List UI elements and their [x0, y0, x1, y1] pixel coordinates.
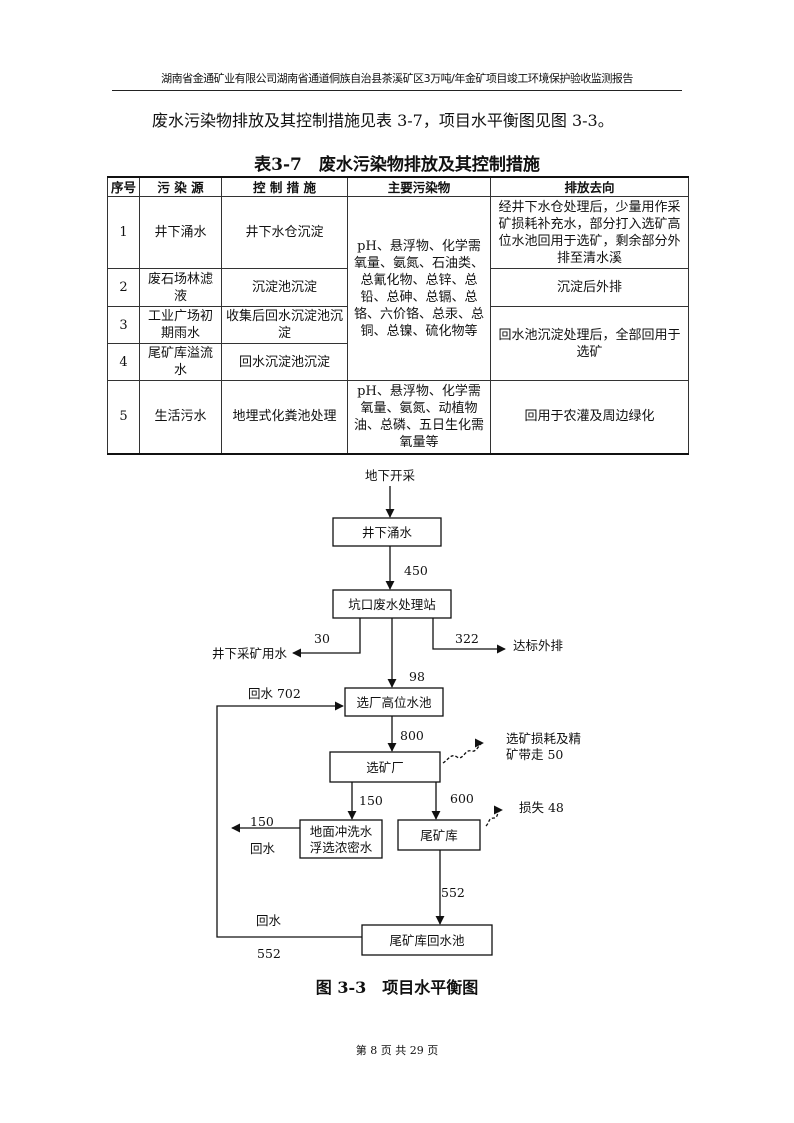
node-floor-line1: 地面冲洗水 [310, 824, 373, 839]
node-box-tailings [397, 819, 481, 851]
cell-destination: 沉淀后外排 [490, 268, 689, 307]
flow-450: 450 [404, 563, 428, 578]
node-box-return-pool [361, 924, 493, 956]
flow-600: 600 [450, 791, 474, 806]
table-title: 表3-7 废水污染物排放及其控制措施 [254, 155, 540, 175]
cell-no: 1 [107, 196, 140, 269]
label-loss-48: 损失 48 [519, 800, 564, 815]
flow-150-return: 150 [250, 814, 274, 829]
node-station: 坑口废水处理站 [348, 597, 436, 612]
arrow-to-mine-use [292, 618, 361, 658]
cell-pollutants: pH、悬浮物、化学需氧量、氨氮、石油类、总氰化物、总锌、总铅、总砷、总镉、总铬、… [347, 196, 491, 381]
page-header: 湖南省金通矿业有限公司湖南省通道侗族自治县茶溪矿区3万吨/年金矿项目竣工环境保护… [161, 72, 633, 85]
label-discharge: 达标外排 [513, 638, 564, 653]
table-row: 4 尾矿库溢流水 回水沉淀池沉淀 [107, 343, 689, 381]
table-row: 1 井下涌水 井下水仓沉淀 pH、悬浮物、化学需氧量、氨氮、石油类、总氰化物、总… [107, 196, 689, 381]
node-well: 井下涌水 [362, 525, 413, 540]
label-return-water-1: 回水 [250, 841, 276, 856]
cell-measure: 地埋式化粪池处理 [221, 380, 348, 455]
arrow-plant-loss [442, 738, 484, 764]
cell-measure: 收集后回水沉淀池沉淀 [221, 306, 348, 344]
col-header-destination: 排放去向 [490, 176, 689, 197]
flow-30: 30 [314, 631, 330, 646]
label-plant-loss-line2: 矿带走 50 [506, 747, 563, 762]
label-return-water-2: 回水 [256, 913, 282, 928]
arrow-return-loop [216, 701, 362, 938]
cell-no: 2 [107, 268, 140, 307]
node-tailings: 尾矿库 [420, 828, 458, 843]
intro-paragraph: 废水污染物排放及其控制措施见表 3-7，项目水平衡图见图 3-3。 [152, 111, 614, 130]
flow-150-plant: 150 [359, 793, 383, 808]
cell-source: 生活污水 [139, 380, 222, 455]
cell-measure: 沉淀池沉淀 [221, 268, 348, 307]
node-floor-line2: 浮选浓密水 [310, 840, 373, 855]
cell-destination: 回用于农灌及周边绿化 [490, 380, 689, 455]
cell-destination: 回水池沉淀处理后，全部回用于选矿 [490, 306, 689, 381]
cell-source: 废石场林滤液 [139, 268, 222, 307]
table-row: 3 工业广场初期雨水 收集后回水沉淀池沉淀 回水池沉淀处理后，全部回用于选矿 [107, 306, 689, 381]
col-header-source: 污 染 源 [139, 176, 222, 197]
col-header-measure: 控 制 措 施 [221, 176, 348, 197]
arrow-to-discharge [432, 618, 506, 654]
node-pool: 选厂高位水池 [356, 695, 432, 710]
node-plant: 选矿厂 [366, 760, 404, 775]
node-box-pool [344, 687, 444, 717]
cell-measure: 回水沉淀池沉淀 [221, 343, 348, 381]
figure-caption: 图 3-3 项目水平衡图 [315, 978, 479, 997]
cell-source: 井下涌水 [139, 196, 222, 269]
label-underground-mining: 地下开采 [365, 468, 416, 483]
cell-pollutants: pH、悬浮物、化学需氧量、氨氮、动植物油、总磷、五日生化需氧量等 [347, 380, 491, 455]
node-return-pool: 尾矿库回水池 [389, 933, 465, 948]
node-box-floor [299, 819, 383, 859]
node-box-plant [329, 751, 441, 783]
col-header-no: 序号 [107, 176, 140, 197]
page-footer: 第 8 页 共 29 页 [355, 1044, 439, 1057]
cell-source: 尾矿库溢流水 [139, 343, 222, 381]
label-plant-loss-line1: 选矿损耗及精 [506, 731, 581, 746]
cell-no: 5 [107, 380, 140, 455]
flow-552-return: 552 [257, 946, 281, 961]
label-mine-use: 井下采矿用水 [212, 646, 288, 661]
table-row: 2 废石场林滤液 沉淀池沉淀 沉淀后外排 [107, 268, 689, 307]
col-header-pollutants: 主要污染物 [347, 176, 491, 197]
flow-98: 98 [409, 669, 425, 684]
header-rule [112, 90, 682, 91]
table-row: 5 生活污水 地埋式化粪池处理 pH、悬浮物、化学需氧量、氨氮、动植物油、总磷、… [107, 380, 689, 455]
cell-measure: 井下水仓沉淀 [221, 196, 348, 269]
flow-552-tailings: 552 [441, 885, 465, 900]
cell-source: 工业广场初期雨水 [139, 306, 222, 344]
cell-no: 3 [107, 306, 140, 344]
node-box-well [332, 517, 442, 547]
flow-322: 322 [455, 631, 479, 646]
wastewater-table: 序号 污 染 源 控 制 措 施 主要污染物 排放去向 1 井下涌水 井下水仓沉… [107, 176, 689, 455]
arrow-tailings-loss [485, 805, 503, 827]
table-header-row: 序号 污 染 源 控 制 措 施 主要污染物 排放去向 [107, 176, 689, 197]
flow-800: 800 [400, 728, 424, 743]
cell-no: 4 [107, 343, 140, 381]
water-balance-diagram: 地下开采 井下涌水 坑口废水处理站 选厂高位水池 选矿厂 地面冲洗水 浮选浓密水… [212, 468, 581, 961]
cell-destination: 经井下水仓处理后，少量用作采矿损耗补充水，部分打入选矿高位水池回用于选矿，剩余部… [490, 196, 689, 269]
label-return-702: 回水 702 [248, 686, 301, 701]
